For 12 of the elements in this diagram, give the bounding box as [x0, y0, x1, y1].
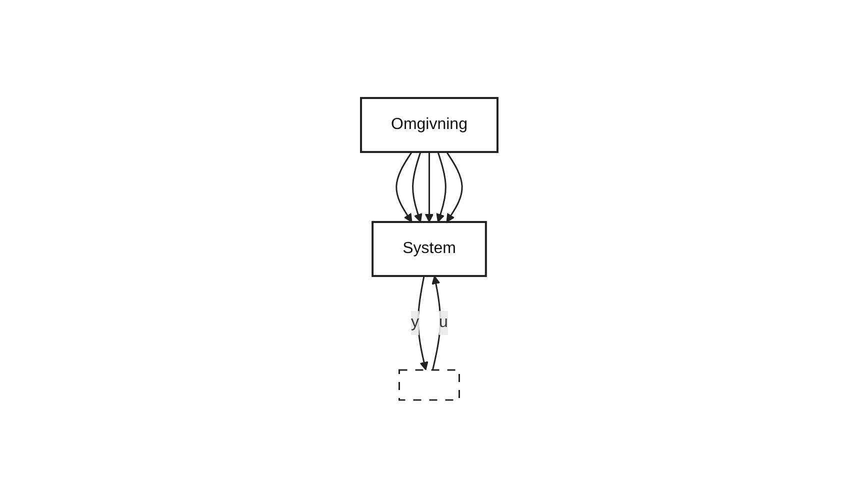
node-box: [398, 368, 460, 400]
node-box: System: [372, 220, 488, 276]
arrow: [446, 151, 464, 222]
arrow: [412, 151, 423, 222]
arrow: [396, 151, 413, 222]
edge-label: y: [411, 314, 420, 330]
node-box: Omgivning: [360, 96, 499, 152]
arrow: [418, 275, 429, 370]
arrow: [436, 151, 447, 222]
arrow: [425, 152, 434, 222]
arrow: [432, 275, 442, 370]
edge-label: u: [439, 314, 448, 330]
